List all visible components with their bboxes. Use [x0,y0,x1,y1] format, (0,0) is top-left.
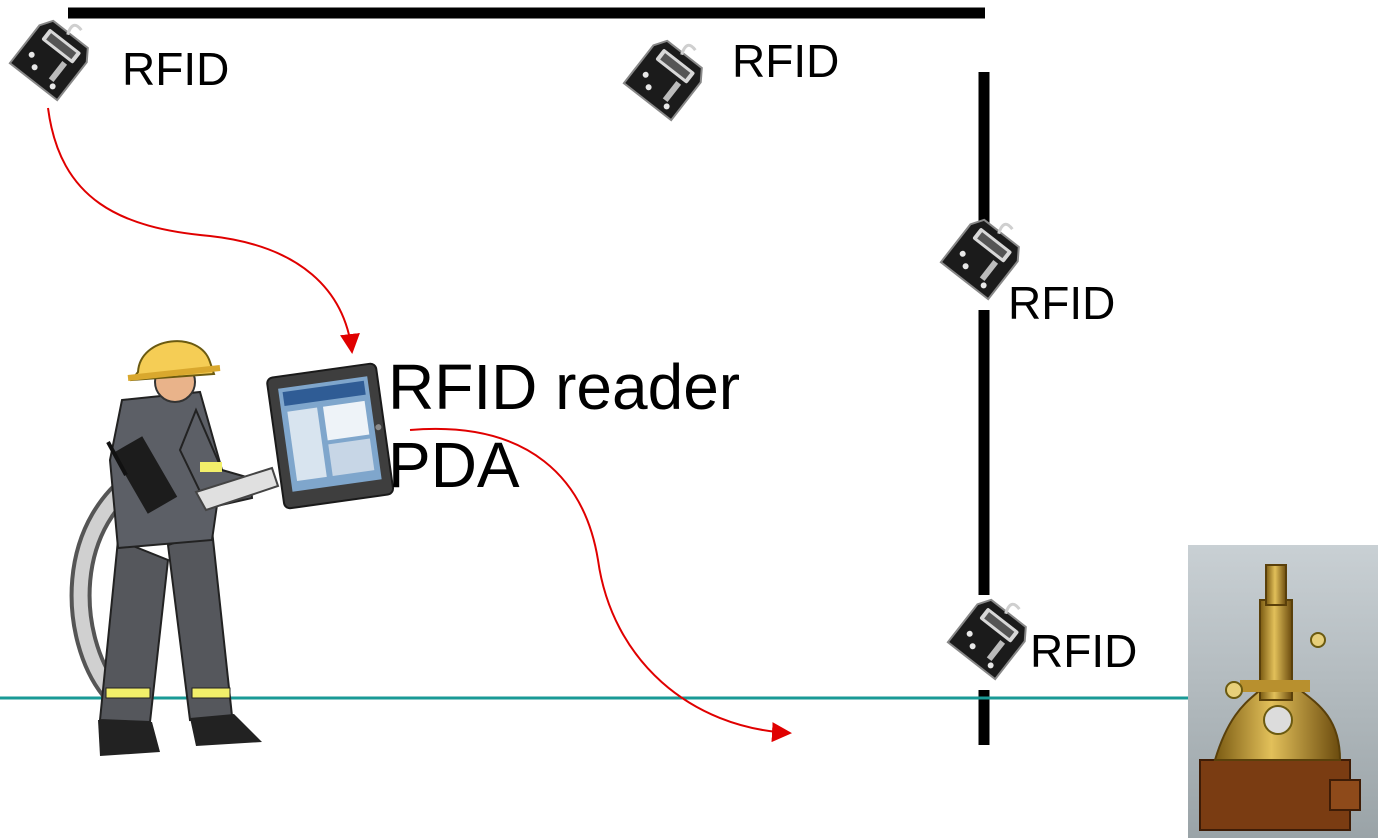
rfid-tag-icon [8,5,103,102]
rfid-tag-label: RFID [732,35,840,87]
pda-tablet-icon [266,362,395,510]
rfid-tag-icon [946,584,1041,681]
rfid-tag-icon [622,25,717,122]
rfid-tag-label: RFID [1008,277,1116,329]
reader-label-line1: RFID reader [388,351,741,423]
firefighter-icon [69,340,280,756]
path-arrow-to-exit [409,427,792,743]
rfid-tag-label: RFID [122,43,230,95]
microscope-icon [1188,545,1378,838]
rfid-tag-label: RFID [1030,625,1138,677]
path-arrow-to-reader [47,107,360,354]
reader-label-line2: PDA [388,429,520,501]
